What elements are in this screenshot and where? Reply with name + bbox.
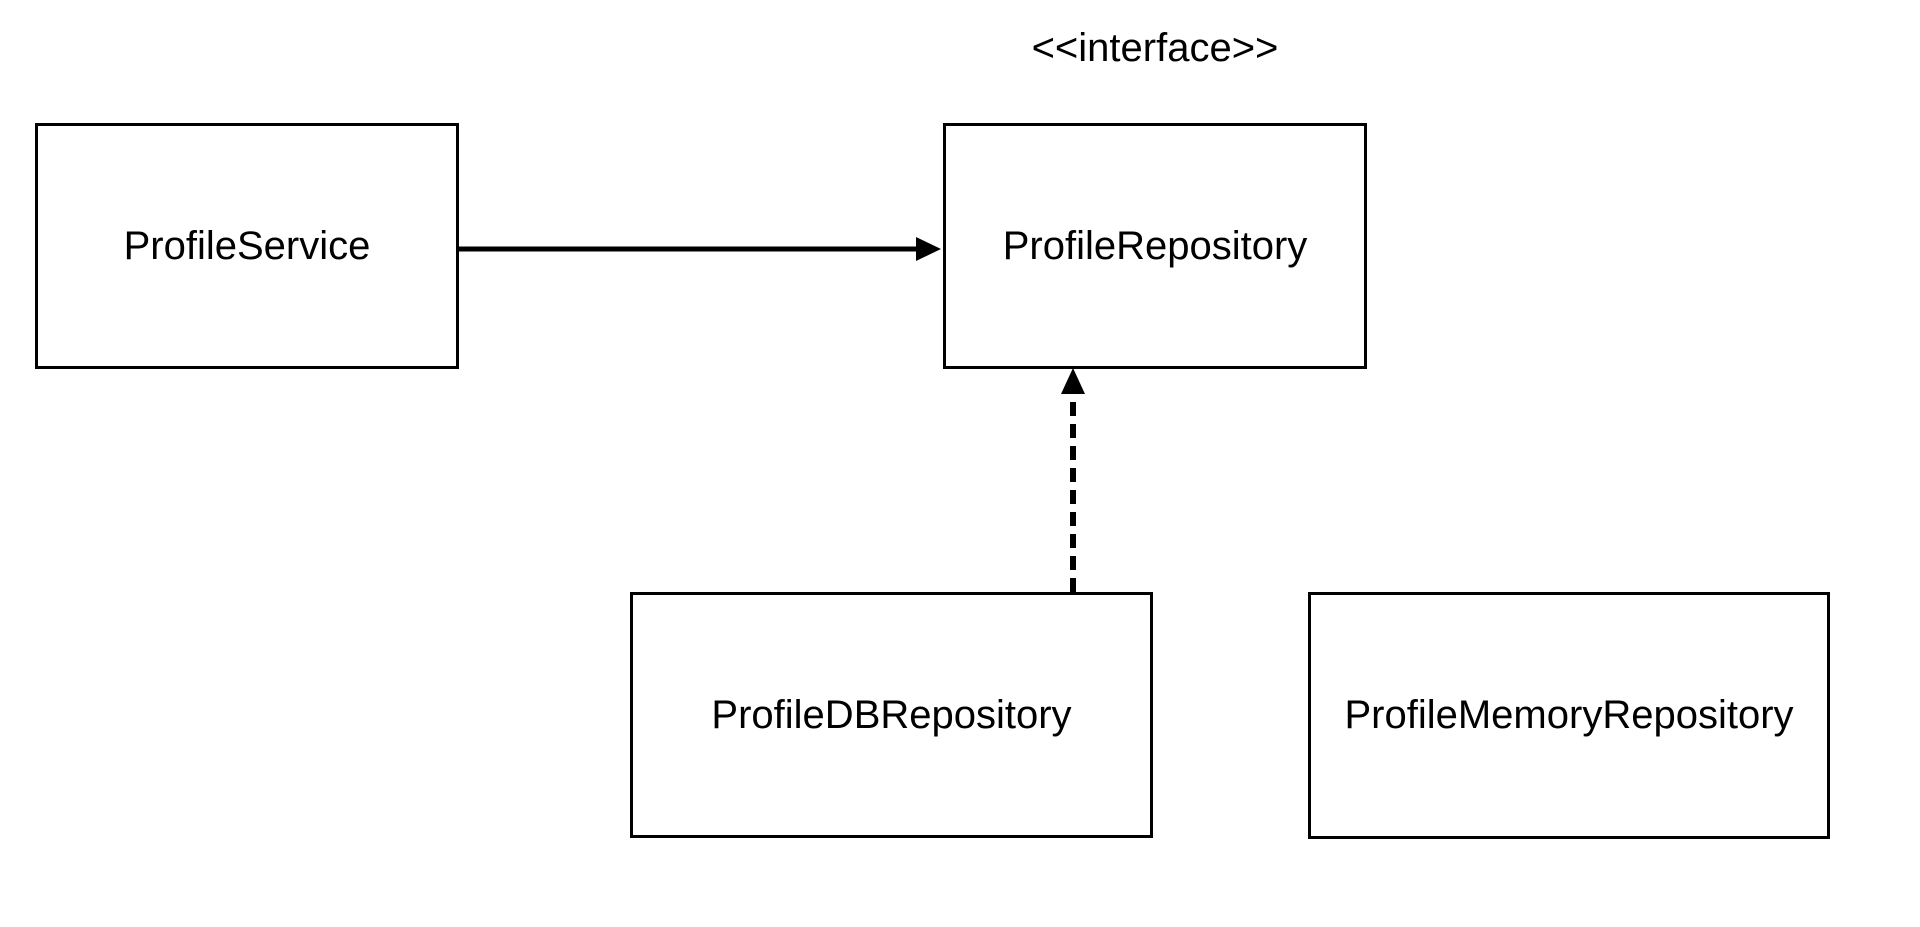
realization-arrowhead-icon — [1061, 368, 1085, 394]
node-profile-db-repository: ProfileDBRepository — [630, 592, 1153, 838]
node-profile-service: ProfileService — [35, 123, 459, 369]
node-profile-service-label: ProfileService — [123, 223, 371, 268]
association-arrow — [457, 237, 941, 261]
interface-stereotype-label: <<interface>> — [1031, 26, 1279, 70]
node-profile-repository: ProfileRepository — [943, 123, 1367, 369]
realization-arrow — [1061, 368, 1085, 592]
node-profile-memory-repository-label: ProfileMemoryRepository — [1344, 693, 1794, 737]
node-profile-repository-label: ProfileRepository — [1002, 223, 1308, 268]
node-profile-db-repository-label: ProfileDBRepository — [711, 692, 1072, 737]
association-arrowhead-icon — [916, 237, 941, 261]
node-profile-memory-repository: ProfileMemoryRepository — [1308, 592, 1830, 839]
